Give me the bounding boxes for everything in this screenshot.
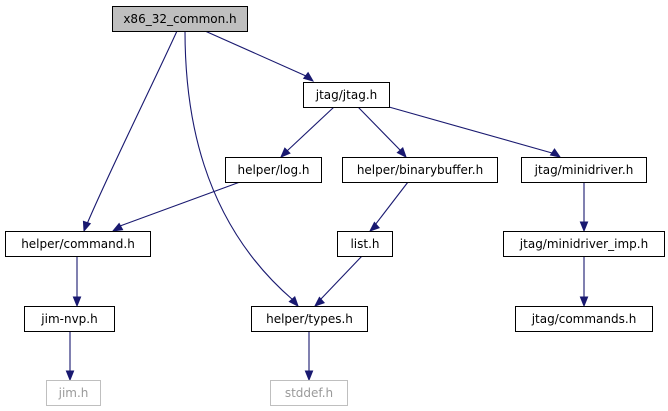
node-label: jim.h: [58, 386, 89, 400]
arrowhead: [549, 148, 562, 158]
node-types[interactable]: helper/types.h: [251, 306, 368, 332]
arrowhead: [302, 71, 315, 82]
node-command[interactable]: helper/command.h: [5, 231, 151, 257]
arrowhead: [368, 221, 381, 232]
node-label: stddef.h: [285, 386, 333, 400]
edge-jtag-to-minidriver: [388, 106, 562, 158]
edge-jtag-to-binarybuffer: [357, 106, 407, 159]
node-box: [521, 157, 647, 183]
edge-line: [204, 30, 307, 77]
node-box: [503, 231, 665, 257]
node-box: [225, 157, 322, 183]
node-box: [24, 306, 115, 332]
edge-line: [319, 255, 363, 301]
edge-line: [119, 181, 241, 227]
edge-line: [357, 106, 402, 152]
edge-line: [184, 30, 294, 301]
node-label: helper/command.h: [21, 237, 135, 251]
arrowhead: [111, 222, 124, 232]
node-box: [46, 380, 101, 406]
edge-line: [86, 30, 178, 225]
node-box: [5, 231, 151, 257]
arrowhead: [313, 296, 326, 307]
node-label: jtag/jtag.h: [315, 88, 377, 102]
node-commands[interactable]: jtag/commands.h: [515, 306, 653, 332]
node-label: jtag/minidriver_imp.h: [519, 237, 648, 251]
arrowhead: [72, 296, 82, 308]
node-minidriver[interactable]: jtag/minidriver.h: [521, 157, 647, 183]
arrowhead: [579, 296, 589, 308]
edges-layer: [65, 30, 589, 382]
edge-jtag-to-log: [280, 106, 335, 158]
node-label: helper/log.h: [237, 163, 309, 177]
edge-list-to-types: [313, 255, 363, 307]
node-jim: jim.h: [46, 380, 101, 406]
edge-x86_32_common-to-jtag: [204, 30, 315, 82]
edge-types-to-stddef: [304, 331, 314, 382]
node-label: jtag/minidriver.h: [534, 163, 634, 177]
node-list[interactable]: list.h: [337, 231, 393, 257]
node-jimnvp[interactable]: jim-nvp.h: [24, 306, 115, 332]
node-label: list.h: [350, 237, 379, 251]
edge-x86_32_common-to-command: [82, 30, 178, 233]
node-minidriver-imp[interactable]: jtag/minidriver_imp.h: [503, 231, 665, 257]
arrowhead: [579, 221, 589, 233]
node-stddef: stddef.h: [270, 380, 348, 406]
arrowhead: [65, 370, 75, 382]
node-label: helper/binarybuffer.h: [357, 163, 483, 177]
arrowhead: [396, 146, 407, 159]
node-label: jim-nvp.h: [40, 312, 97, 326]
arrowhead: [288, 295, 299, 308]
node-box: [342, 157, 498, 183]
nodes-layer: x86_32_common.h jtag/jtag.h helper/log.h he…: [5, 6, 665, 406]
arrowhead: [280, 147, 291, 158]
edge-minidriver_imp-to-commands: [579, 256, 589, 308]
arrowhead: [304, 370, 314, 382]
edge-line: [286, 106, 335, 152]
edge-line: [388, 106, 553, 154]
node-label: x86_32_common.h: [123, 12, 236, 26]
edge-command-to-jimnvp: [72, 256, 82, 308]
edge-minidriver-to-minidriver_imp: [579, 182, 589, 233]
node-x86-32-common[interactable]: x86_32_common.h: [112, 6, 248, 32]
node-box: [303, 82, 390, 108]
edge-jimnvp-to-jim: [65, 331, 75, 382]
node-box: [251, 306, 368, 332]
node-box: [270, 380, 348, 406]
node-label: helper/types.h: [266, 312, 353, 326]
node-binarybuffer[interactable]: helper/binarybuffer.h: [342, 157, 498, 183]
edge-line: [374, 181, 409, 226]
node-box: [112, 6, 248, 32]
node-log[interactable]: helper/log.h: [225, 157, 322, 183]
edge-x86_32_common-to-types: [184, 30, 299, 308]
node-box: [515, 306, 653, 332]
arrowhead: [82, 220, 92, 233]
node-box: [337, 231, 393, 257]
edge-binarybuffer-to-list: [368, 181, 409, 232]
node-jtag[interactable]: jtag/jtag.h: [303, 82, 390, 108]
node-label: jtag/commands.h: [531, 312, 637, 326]
edge-log-to-command: [111, 181, 241, 232]
